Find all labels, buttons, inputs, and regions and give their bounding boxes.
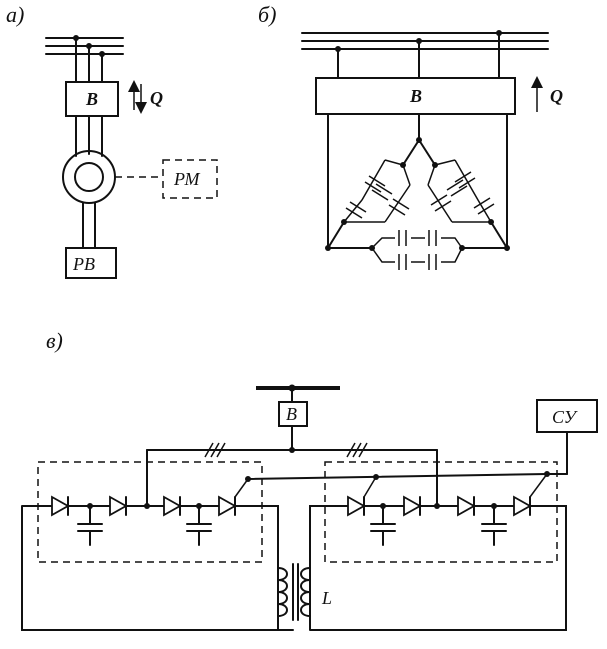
reactor-coil-icon <box>277 563 311 621</box>
capacitor-icon <box>345 175 410 219</box>
reactor-circuit-left <box>21 505 294 631</box>
reactor-label: L <box>321 588 332 608</box>
motor-controller-block <box>162 159 218 199</box>
junction-dot <box>434 503 440 509</box>
capacitor-icon <box>395 230 441 270</box>
capacitor-wiring <box>371 237 463 263</box>
phase-tick <box>358 442 368 458</box>
converter-label: В <box>85 89 98 109</box>
capacitor-icon <box>77 505 103 546</box>
capacitor-wiring <box>427 159 492 223</box>
converter-label: В <box>286 404 297 424</box>
diode-icon <box>163 495 182 517</box>
control-unit-label: СУ <box>552 407 578 427</box>
converter-label: В <box>409 86 422 106</box>
junction-dot <box>144 503 150 509</box>
machine-stator <box>62 150 116 204</box>
diode-icon <box>109 495 128 517</box>
delta-wire <box>418 139 436 166</box>
capacitor-icon <box>370 505 396 546</box>
motor-controller-label: РМ <box>173 169 201 189</box>
panel-c-tag: в) <box>46 328 63 353</box>
phase-tick <box>346 442 356 458</box>
delta-wire <box>402 139 420 166</box>
panel-a-tag: а) <box>6 2 24 27</box>
machine-rotor <box>74 162 104 192</box>
converter-block <box>65 81 119 117</box>
panel-b: б) В Q <box>258 2 563 270</box>
control-wire <box>247 473 548 480</box>
thyristor-icon <box>347 476 377 517</box>
delta-wire <box>490 221 508 249</box>
thyristor-group-left <box>37 461 263 563</box>
exciter-block <box>65 247 117 279</box>
panel-b-tag: б) <box>258 2 276 27</box>
capacitor-icon <box>430 171 495 215</box>
phase-tick <box>352 442 362 458</box>
reactive-power-label: Q <box>550 86 563 106</box>
phase-tick <box>210 442 220 458</box>
phase-tick <box>216 442 226 458</box>
diode-icon <box>457 495 476 517</box>
delta-wire <box>327 221 345 249</box>
phase-tick <box>204 442 214 458</box>
panel-c: в) В СУ <box>21 328 598 631</box>
diode-icon <box>403 495 422 517</box>
capacitor-wiring <box>343 159 411 223</box>
thyristor-icon <box>513 473 548 517</box>
control-unit-block <box>536 399 598 433</box>
reactive-power-label: Q <box>150 88 163 108</box>
panel-a: а) В Q РМ РВ <box>6 2 218 279</box>
thyristor-icon <box>51 495 70 517</box>
converter-block <box>315 77 516 115</box>
thyristor-icon <box>218 478 249 517</box>
capacitor-icon <box>481 505 507 546</box>
thyristor-group-right <box>324 461 558 563</box>
capacitor-icon <box>186 505 212 546</box>
exciter-label: РВ <box>72 254 95 274</box>
reactor-circuit-right <box>309 505 567 631</box>
